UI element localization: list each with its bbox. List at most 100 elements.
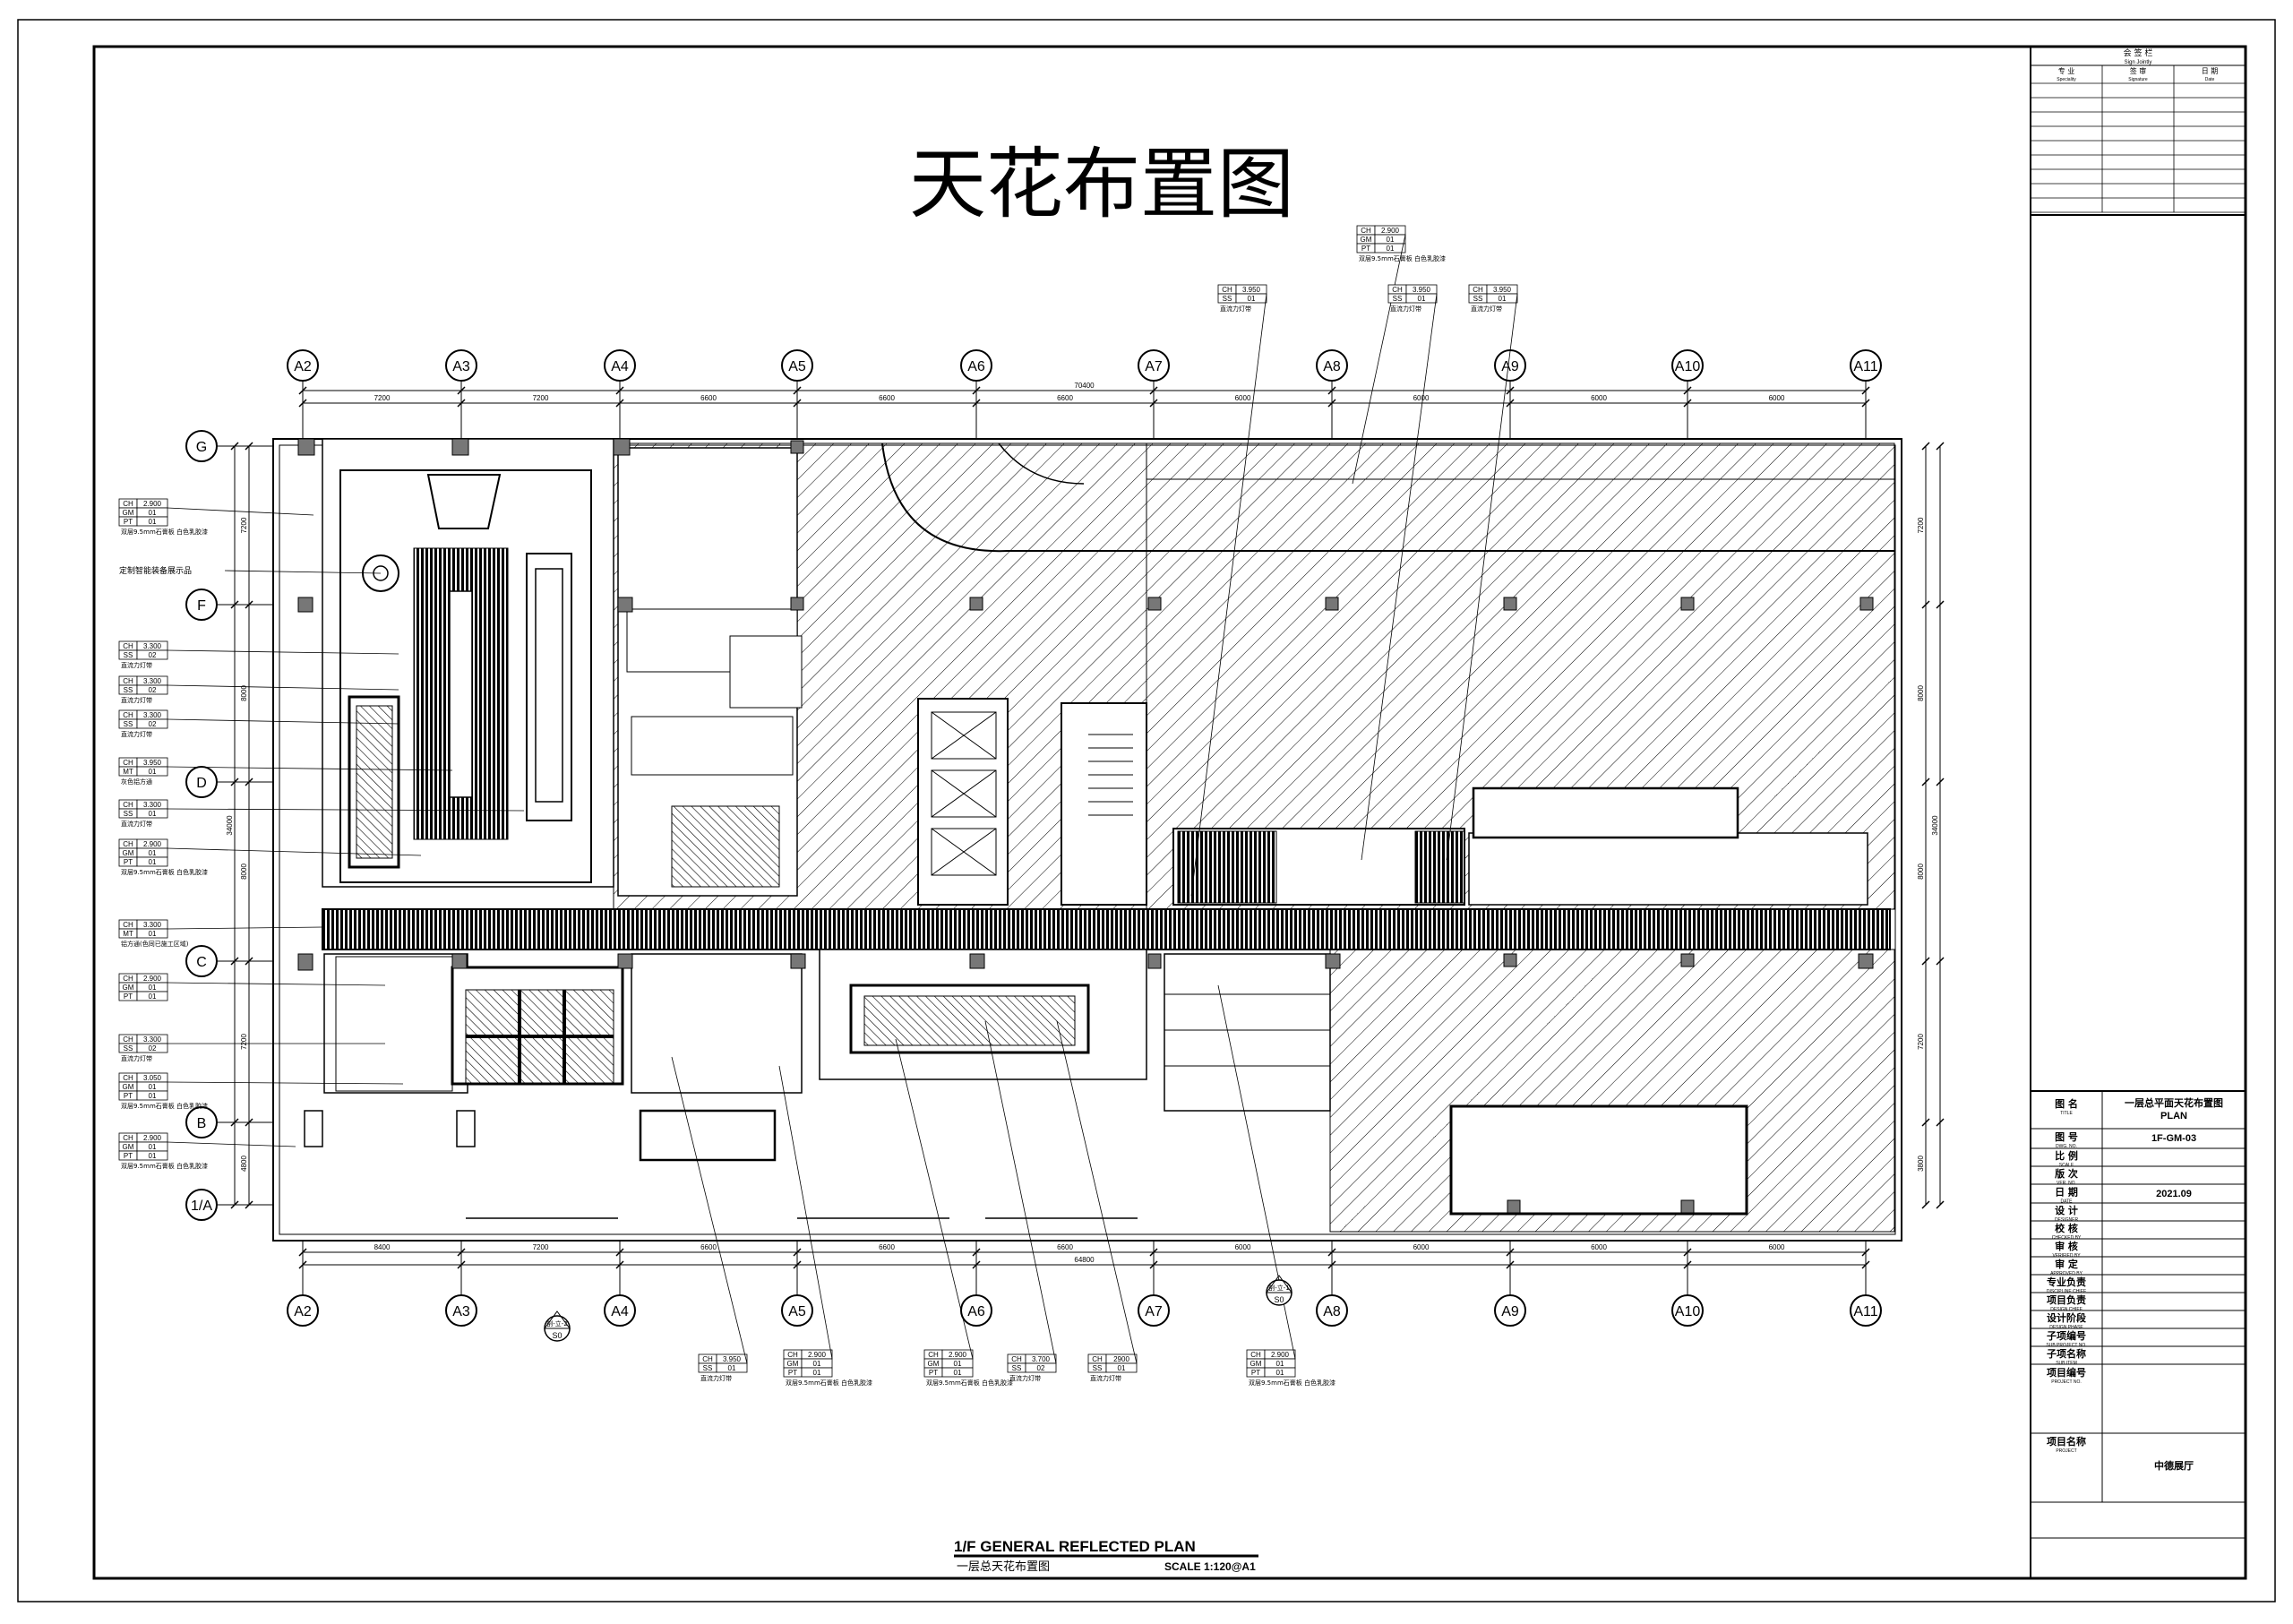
- tag-note: 直流力灯带: [121, 1054, 152, 1062]
- dimension-label: 6000: [1591, 394, 1607, 402]
- tag-code: CH: [123, 759, 133, 767]
- tag-value: 01: [1118, 1364, 1126, 1372]
- tag-code: SS: [124, 810, 133, 818]
- tag-code: GM: [123, 509, 134, 517]
- dimension-label: 6000: [1769, 1243, 1785, 1251]
- footer-scale: SCALE 1:120@A1: [1164, 1560, 1256, 1573]
- grid-label: C: [196, 955, 207, 970]
- tag-note: 直流力灯带: [1390, 305, 1421, 313]
- tag-code: CH: [123, 500, 133, 508]
- tag-value: 3.300: [143, 1035, 162, 1044]
- grid-label: A8: [1323, 1304, 1341, 1319]
- tag-value: 01: [149, 518, 157, 526]
- title-field-label: 版 次: [2055, 1167, 2078, 1180]
- tag-note: 直流力灯带: [1220, 305, 1251, 313]
- stair-core: [1061, 702, 1147, 906]
- tag-value: 2.900: [1271, 1351, 1290, 1359]
- title-field-label: 日 期: [2055, 1186, 2078, 1199]
- tag-code: PT: [1361, 245, 1370, 253]
- tag-code: SS: [1473, 295, 1483, 303]
- tag-note: 直流力灯带: [121, 696, 152, 704]
- dimension-label: 7200: [1917, 1034, 1925, 1050]
- sign-col-label: 日 期: [2202, 67, 2219, 75]
- title-field-label-en: DESIGN CHIEF: [2050, 1307, 2083, 1312]
- tag-code: GM: [1250, 1360, 1262, 1368]
- tag-value: 01: [954, 1360, 962, 1368]
- tag-value: 3.700: [1032, 1355, 1051, 1363]
- tag-value: 01: [1418, 295, 1426, 303]
- dimension-overall: 64800: [1074, 1256, 1095, 1264]
- tag-code: CH: [123, 642, 133, 650]
- dimension-label: 3800: [1917, 1156, 1925, 1172]
- grid-label: D: [196, 776, 207, 791]
- tag-code: PT: [788, 1369, 797, 1377]
- title-field-label-en: SUB PROJECT NO.: [2046, 1343, 2086, 1348]
- tag-code: SS: [1393, 295, 1403, 303]
- tag-note: 双层9.5mm石膏板 白色乳胶漆: [926, 1379, 1013, 1387]
- title-field-label-en: DESIGN PHASE: [2049, 1325, 2083, 1330]
- tag-code: CH: [787, 1351, 798, 1359]
- tag-value: 01: [1387, 236, 1395, 244]
- tag-code: CH: [123, 840, 133, 848]
- tag-value: 01: [813, 1360, 821, 1368]
- aluminum-strip-band: [322, 908, 1891, 950]
- tag-code: CH: [1092, 1355, 1103, 1363]
- svg-text:剖-立-1: 剖-立-1: [1268, 1284, 1290, 1292]
- tag-value: 3.950: [143, 759, 162, 767]
- tag-label: 定制智能装备展示品: [119, 565, 192, 576]
- title-field-value: 中德展厅: [2154, 1459, 2194, 1472]
- tag-code: CH: [1392, 286, 1403, 294]
- tag-value: 01: [149, 984, 157, 992]
- tag-value: 2.900: [1381, 227, 1400, 235]
- inner-border: [92, 45, 2247, 1580]
- tag-code: PT: [929, 1369, 938, 1377]
- grid-label: A11: [1853, 359, 1877, 374]
- tag-note: 双层9.5mm石膏板 白色乳胶漆: [1249, 1379, 1335, 1387]
- building-outline: [272, 438, 1902, 1242]
- tag-value: 3.950: [1413, 286, 1431, 294]
- dimension-label: 6000: [1591, 1243, 1607, 1251]
- sign-header-en: Sign Jointly: [2125, 60, 2152, 65]
- tag-note: 直流力灯带: [700, 1374, 732, 1382]
- tag-value: 01: [149, 768, 157, 776]
- grid-label: A4: [611, 1304, 629, 1319]
- tag-value: 01: [1499, 295, 1507, 303]
- tag-code: PT: [124, 1092, 133, 1100]
- title-field-label-en: SUB ITEM: [2056, 1361, 2077, 1366]
- grid-label: A5: [788, 359, 806, 374]
- tag-value: 02: [149, 686, 157, 694]
- outer-border: [17, 19, 2276, 1603]
- tag-note: 直流力灯带: [121, 820, 152, 828]
- tag-note: 直流力灯带: [1090, 1374, 1121, 1382]
- grid-label: A3: [452, 359, 470, 374]
- tag-code: CH: [123, 975, 133, 983]
- tag-value: 2.900: [143, 840, 162, 848]
- grid-label: B: [197, 1116, 207, 1131]
- tag-value: 3.300: [143, 677, 162, 685]
- tag-code: CH: [1222, 286, 1232, 294]
- tag-code: GM: [928, 1360, 940, 1368]
- tag-note: 双层9.5mm石膏板 白色乳胶漆: [121, 868, 208, 876]
- grid-label: A2: [294, 359, 312, 374]
- tag-code: SS: [703, 1364, 713, 1372]
- svg-text:S0: S0: [1274, 1295, 1284, 1304]
- grid-label: A8: [1323, 359, 1341, 374]
- tag-value: 2.900: [143, 975, 162, 983]
- section-mark-2: 剖-立-1 S0: [1266, 1275, 1292, 1306]
- floor-plan: [272, 438, 1902, 1242]
- title-field-label: 比 例: [2055, 1149, 2078, 1162]
- grid-label: F: [197, 598, 206, 614]
- dimension-label: 6600: [879, 1243, 895, 1251]
- dimension-label: 8000: [240, 685, 248, 701]
- tag-value: 3.300: [143, 711, 162, 719]
- grid-label: A9: [1501, 359, 1519, 374]
- tag-code: SS: [124, 686, 133, 694]
- tag-code: GM: [787, 1360, 799, 1368]
- tag-code: CH: [123, 921, 133, 929]
- dimension-label: 8400: [374, 1243, 391, 1251]
- tag-code: CH: [702, 1355, 713, 1363]
- drawing-title: 天花布置图: [909, 140, 1294, 229]
